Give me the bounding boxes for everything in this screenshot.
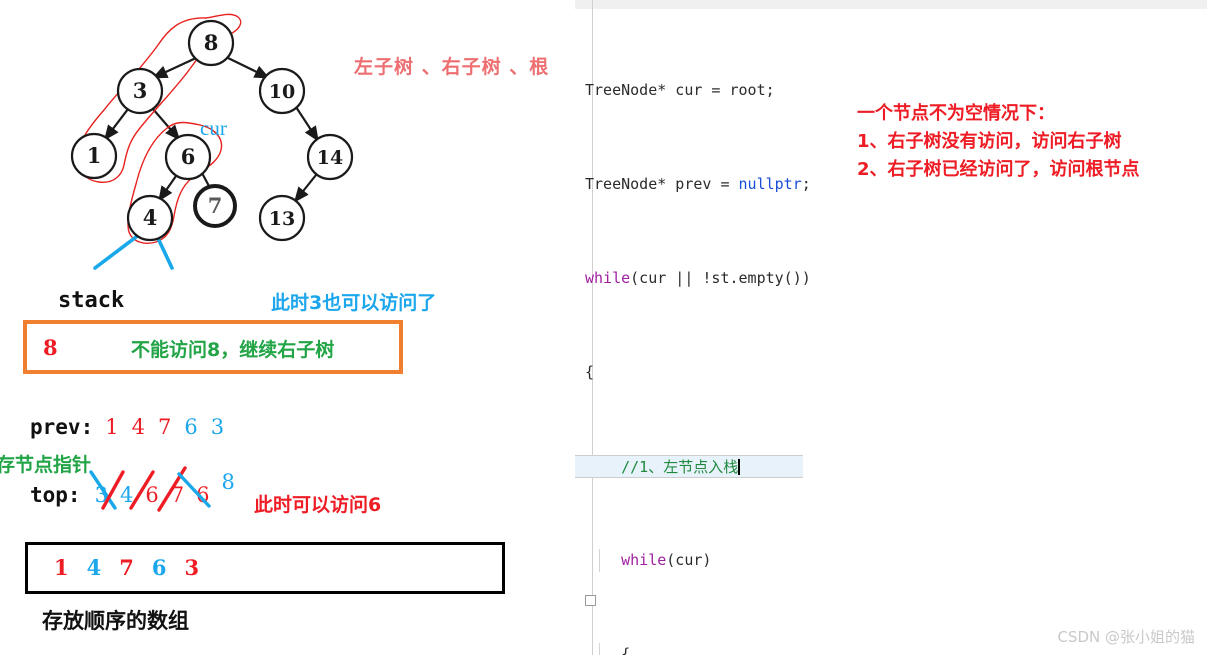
red-lasso-cur-subtree: [127, 121, 223, 244]
edge-14-13: [293, 174, 317, 203]
stack-box: 8 不能访问8，继续右子树: [23, 320, 403, 374]
prev-row-label: prev:: [30, 415, 94, 439]
code-line-4: {: [585, 362, 595, 381]
note-node3-visitable: 此时3也可以访问了: [271, 292, 437, 314]
edge-3-6: [152, 108, 181, 141]
top-value-3: 7: [170, 483, 185, 507]
array-value-4: 3: [184, 555, 200, 580]
edge-6-4: [158, 175, 177, 202]
tree-node-10: 10: [258, 67, 306, 115]
code-line-3: while(cur || !st.empty()): [585, 268, 811, 287]
edge-8-10: [227, 57, 270, 79]
code-line-2: TreeNode* prev = nullptr;: [585, 174, 811, 193]
note-cannot-visit-8: 不能访问8，继续右子树: [131, 339, 335, 361]
code-line-6: while(cur): [575, 548, 1207, 572]
code-content[interactable]: TreeNode* cur = root; TreeNode* prev = n…: [575, 8, 1207, 655]
array-value-3: 6: [151, 555, 167, 580]
edge-10-14: [295, 106, 319, 142]
tree-node-3: 3: [116, 67, 164, 115]
array-value-0: 1: [54, 555, 69, 580]
code-line-7: {: [575, 642, 1207, 655]
code-fold-end-marker: [585, 595, 596, 606]
binary-tree-diagram: 8 3 10 1 6 14 4 7 13: [70, 13, 354, 270]
tree-node-8: 8: [187, 19, 235, 67]
code-line-5-highlighted[interactable]: //1、左节点入栈: [575, 454, 803, 478]
edge-8-3: [152, 57, 197, 79]
tree-node-label: 3: [133, 78, 148, 103]
stack-item-value: 8: [43, 335, 58, 360]
tree-node-label: 1: [87, 143, 102, 168]
tree-node-label: 8: [204, 30, 219, 55]
prev-value-3: 6: [184, 415, 198, 439]
top-value-1: 4: [119, 483, 134, 507]
prev-value-0: 1: [105, 415, 119, 439]
tree-node-13: 13: [258, 194, 306, 242]
edge-3-1: [104, 108, 129, 141]
tree-node-4: 4: [126, 194, 174, 242]
blue-arrow-left: [93, 232, 142, 270]
code-annotation-notes: 一个节点不为空情况下： 1、右子树没有访问，访问右子树 2、右子树已经访问了，访…: [857, 100, 1140, 184]
array-value-2: 7: [119, 555, 134, 580]
tree-node-1: 1: [70, 132, 118, 180]
editor-top-shadow: [575, 0, 1207, 9]
top-value-0: 3: [94, 483, 108, 507]
note-can-visit-6: 此时可以访问6: [254, 494, 382, 516]
code-line-1: TreeNode* cur = root;: [585, 80, 775, 99]
cur-pointer-label: cur: [200, 116, 227, 140]
csdn-watermark: CSDN @张小姐的猫: [1057, 628, 1195, 646]
tree-node-7: 7: [193, 184, 237, 228]
tree-node-label: 14: [317, 147, 343, 169]
blue-stack-pointers: [93, 232, 174, 270]
annotation-line-2: 1、右子树没有访问，访问右子树: [857, 131, 1122, 152]
prev-value-4: 3: [210, 415, 225, 439]
annotation-line-3: 2、右子树已经访问了，访问根节点: [857, 159, 1140, 180]
tree-node-label: 4: [143, 205, 158, 230]
tree-nodes: 8 3 10 1 6 14 4 7 13: [70, 19, 354, 242]
tree-edges: [104, 57, 319, 203]
top-row-label: top:: [30, 483, 81, 507]
blue-arrow-right: [154, 232, 174, 270]
top-value-2: 6: [145, 483, 159, 507]
result-array-caption: 存放顺序的数组: [42, 609, 189, 633]
prev-value-1: 4: [131, 415, 145, 439]
tree-node-label: 10: [269, 81, 295, 103]
text-cursor: [738, 458, 741, 475]
prev-value-2: 7: [157, 415, 172, 439]
tree-node-label: 7: [208, 193, 223, 218]
tree-node-label: 13: [269, 208, 295, 230]
top-value-4: 6: [196, 483, 210, 507]
stack-title-label: stack: [58, 288, 125, 313]
array-value-1: 4: [86, 555, 102, 580]
editor-gutter-divider: [592, 0, 593, 655]
code-editor-panel[interactable]: TreeNode* cur = root; TreeNode* prev = n…: [575, 0, 1207, 655]
tree-node-label: 6: [181, 144, 196, 169]
subtree-order-label: 左子树 、右子树 、根: [354, 56, 550, 78]
top-value-5: 8: [221, 470, 235, 494]
tree-node-6: 6: [164, 133, 212, 181]
note-store-node-pointer: 存节点指针: [0, 454, 92, 476]
annotation-line-1: 一个节点不为空情况下：: [857, 103, 1055, 124]
tree-node-14: 14: [306, 133, 354, 181]
